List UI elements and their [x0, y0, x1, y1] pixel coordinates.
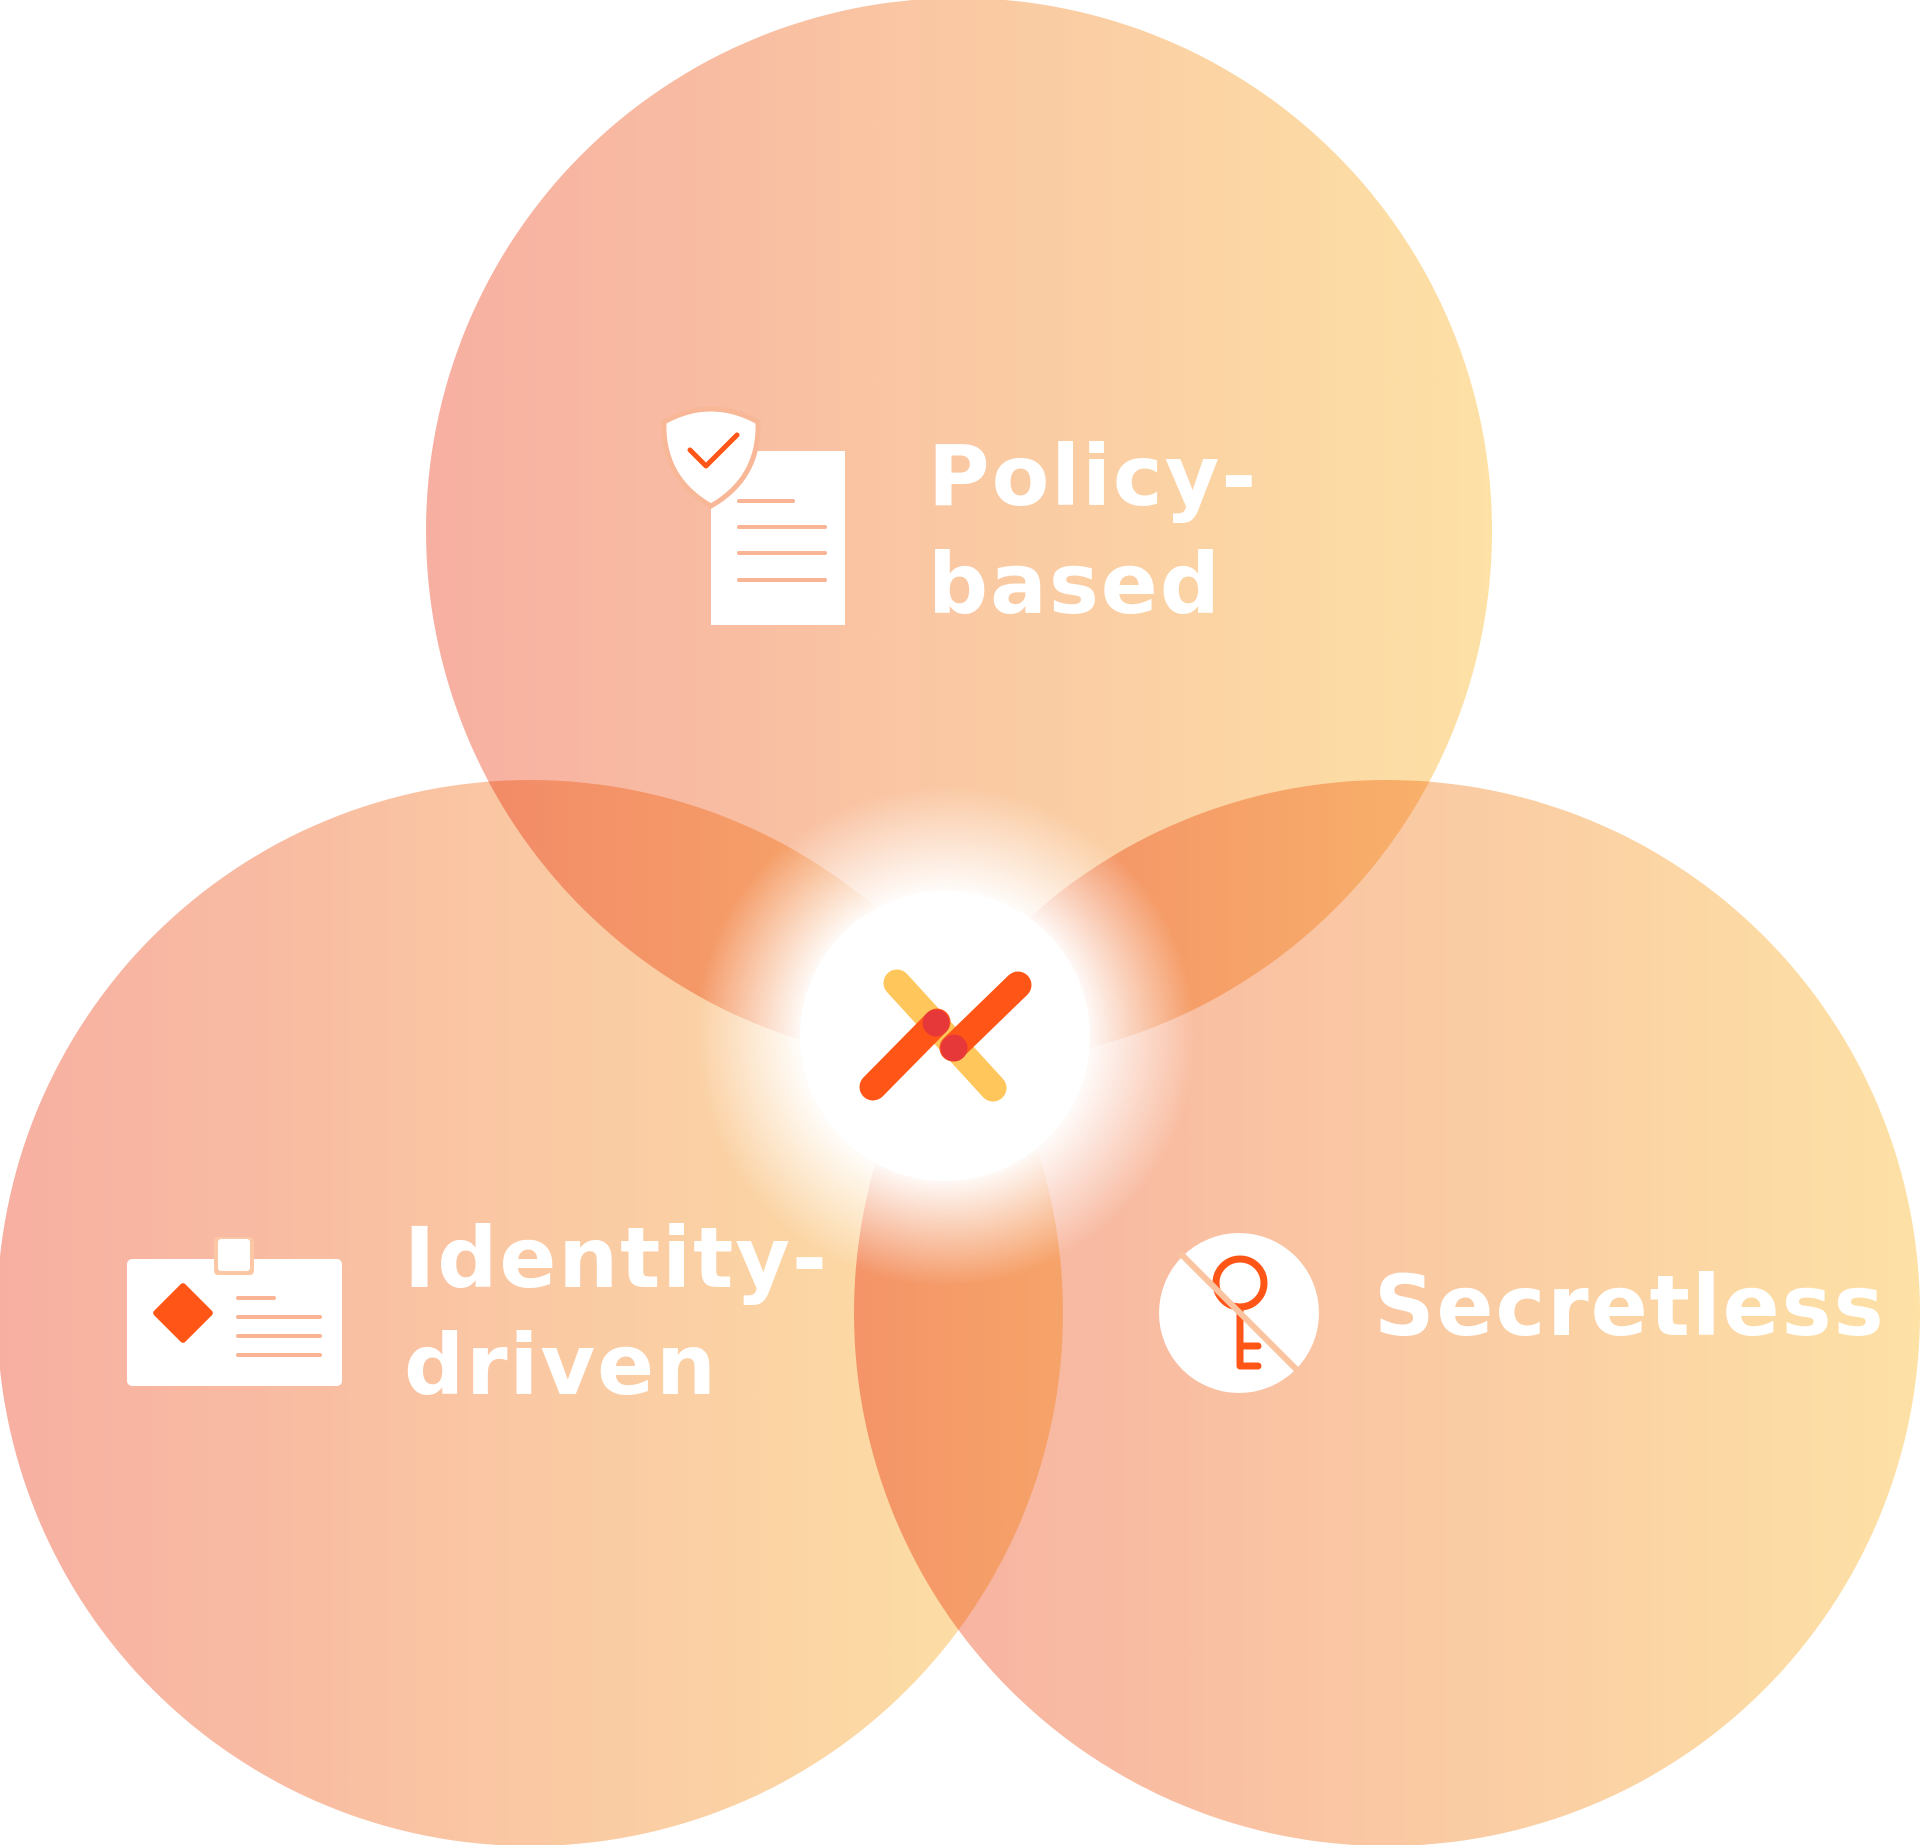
label-identity: Identity- driven — [404, 1209, 860, 1414]
label-secretless: Secretless — [1374, 1257, 1886, 1355]
id-badge-icon — [127, 1237, 342, 1386]
no-key-icon — [1159, 1233, 1319, 1393]
label-policy: Policy- based — [928, 427, 1290, 633]
set-circle-policy — [426, 0, 1492, 1064]
brand-x-logo-icon — [859, 969, 1032, 1102]
policy-document-shield-icon — [661, 406, 845, 625]
